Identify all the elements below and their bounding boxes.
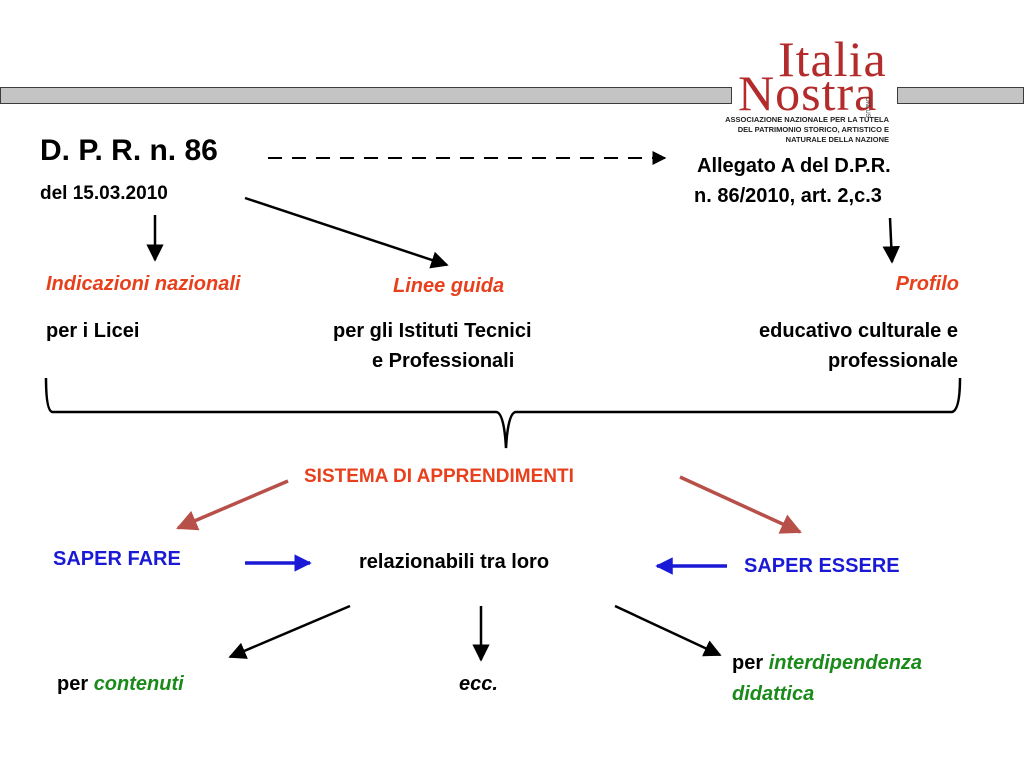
page-title: D. P. R. n. 86 — [40, 134, 218, 167]
text-per-licei: per i Licei — [46, 320, 140, 342]
heading-indicazioni: Indicazioni nazionali — [46, 273, 241, 295]
contenuti-emphasis: contenuti — [93, 673, 184, 695]
decree-date: del 15.03.2010 — [40, 183, 168, 204]
sistema-apprendimenti: SISTEMA DI APPRENDIMENTI — [304, 466, 574, 487]
header-bar-left — [0, 87, 732, 104]
contenuti-prefix: per — [57, 673, 94, 695]
text-didattica: didattica — [732, 683, 815, 705]
allegato-line-2: n. 86/2010, art. 2,c.3 — [694, 185, 882, 207]
text-ecc: ecc. — [459, 673, 498, 695]
logo-line2: Nostra — [738, 65, 878, 121]
text-per-contenuti: per contenuti — [57, 673, 184, 696]
arrow-to-linee-guida — [244, 196, 449, 269]
heading-profilo: Profilo — [895, 273, 959, 295]
arrow-to-contenuti — [228, 604, 351, 659]
text-profilo-line-1: educativo culturale e — [759, 320, 958, 342]
saper-essere: SAPER ESSERE — [744, 555, 900, 577]
saper-fare: SAPER FARE — [53, 548, 181, 570]
interdipendenza-emphasis: interdipendenza — [768, 652, 923, 674]
logo-line1: Italia — [778, 31, 887, 87]
text-istituti-line-2: e Professionali — [372, 350, 515, 372]
allegato-line-1: Allegato A del D.P.R. — [697, 155, 891, 177]
arrow-to-interdipendenza — [614, 604, 722, 657]
logo-subtitle-3: NATURALE DELLA NAZIONE — [785, 135, 889, 144]
logo-subtitle-1: ASSOCIAZIONE NAZIONALE PER LA TUTELA — [725, 115, 889, 124]
text-profilo-line-2: professionale — [827, 350, 958, 372]
arrow-to-profilo — [882, 217, 901, 264]
interdipendenza-prefix: per — [732, 652, 769, 674]
arrow-to-saper-fare — [176, 479, 289, 531]
arrow-to-saper-essere — [679, 475, 802, 534]
heading-linee-guida: Linee guida — [393, 275, 505, 297]
text-istituti-line-1: per gli Istituti Tecnici — [333, 320, 532, 342]
logo-subtitle-2: DEL PATRIMONIO STORICO, ARTISTICO E — [737, 125, 889, 134]
relazionabili-text: relazionabili tra loro — [359, 551, 550, 573]
curly-brace — [44, 377, 962, 449]
text-per-interdipendenza: per interdipendenza — [732, 652, 922, 675]
